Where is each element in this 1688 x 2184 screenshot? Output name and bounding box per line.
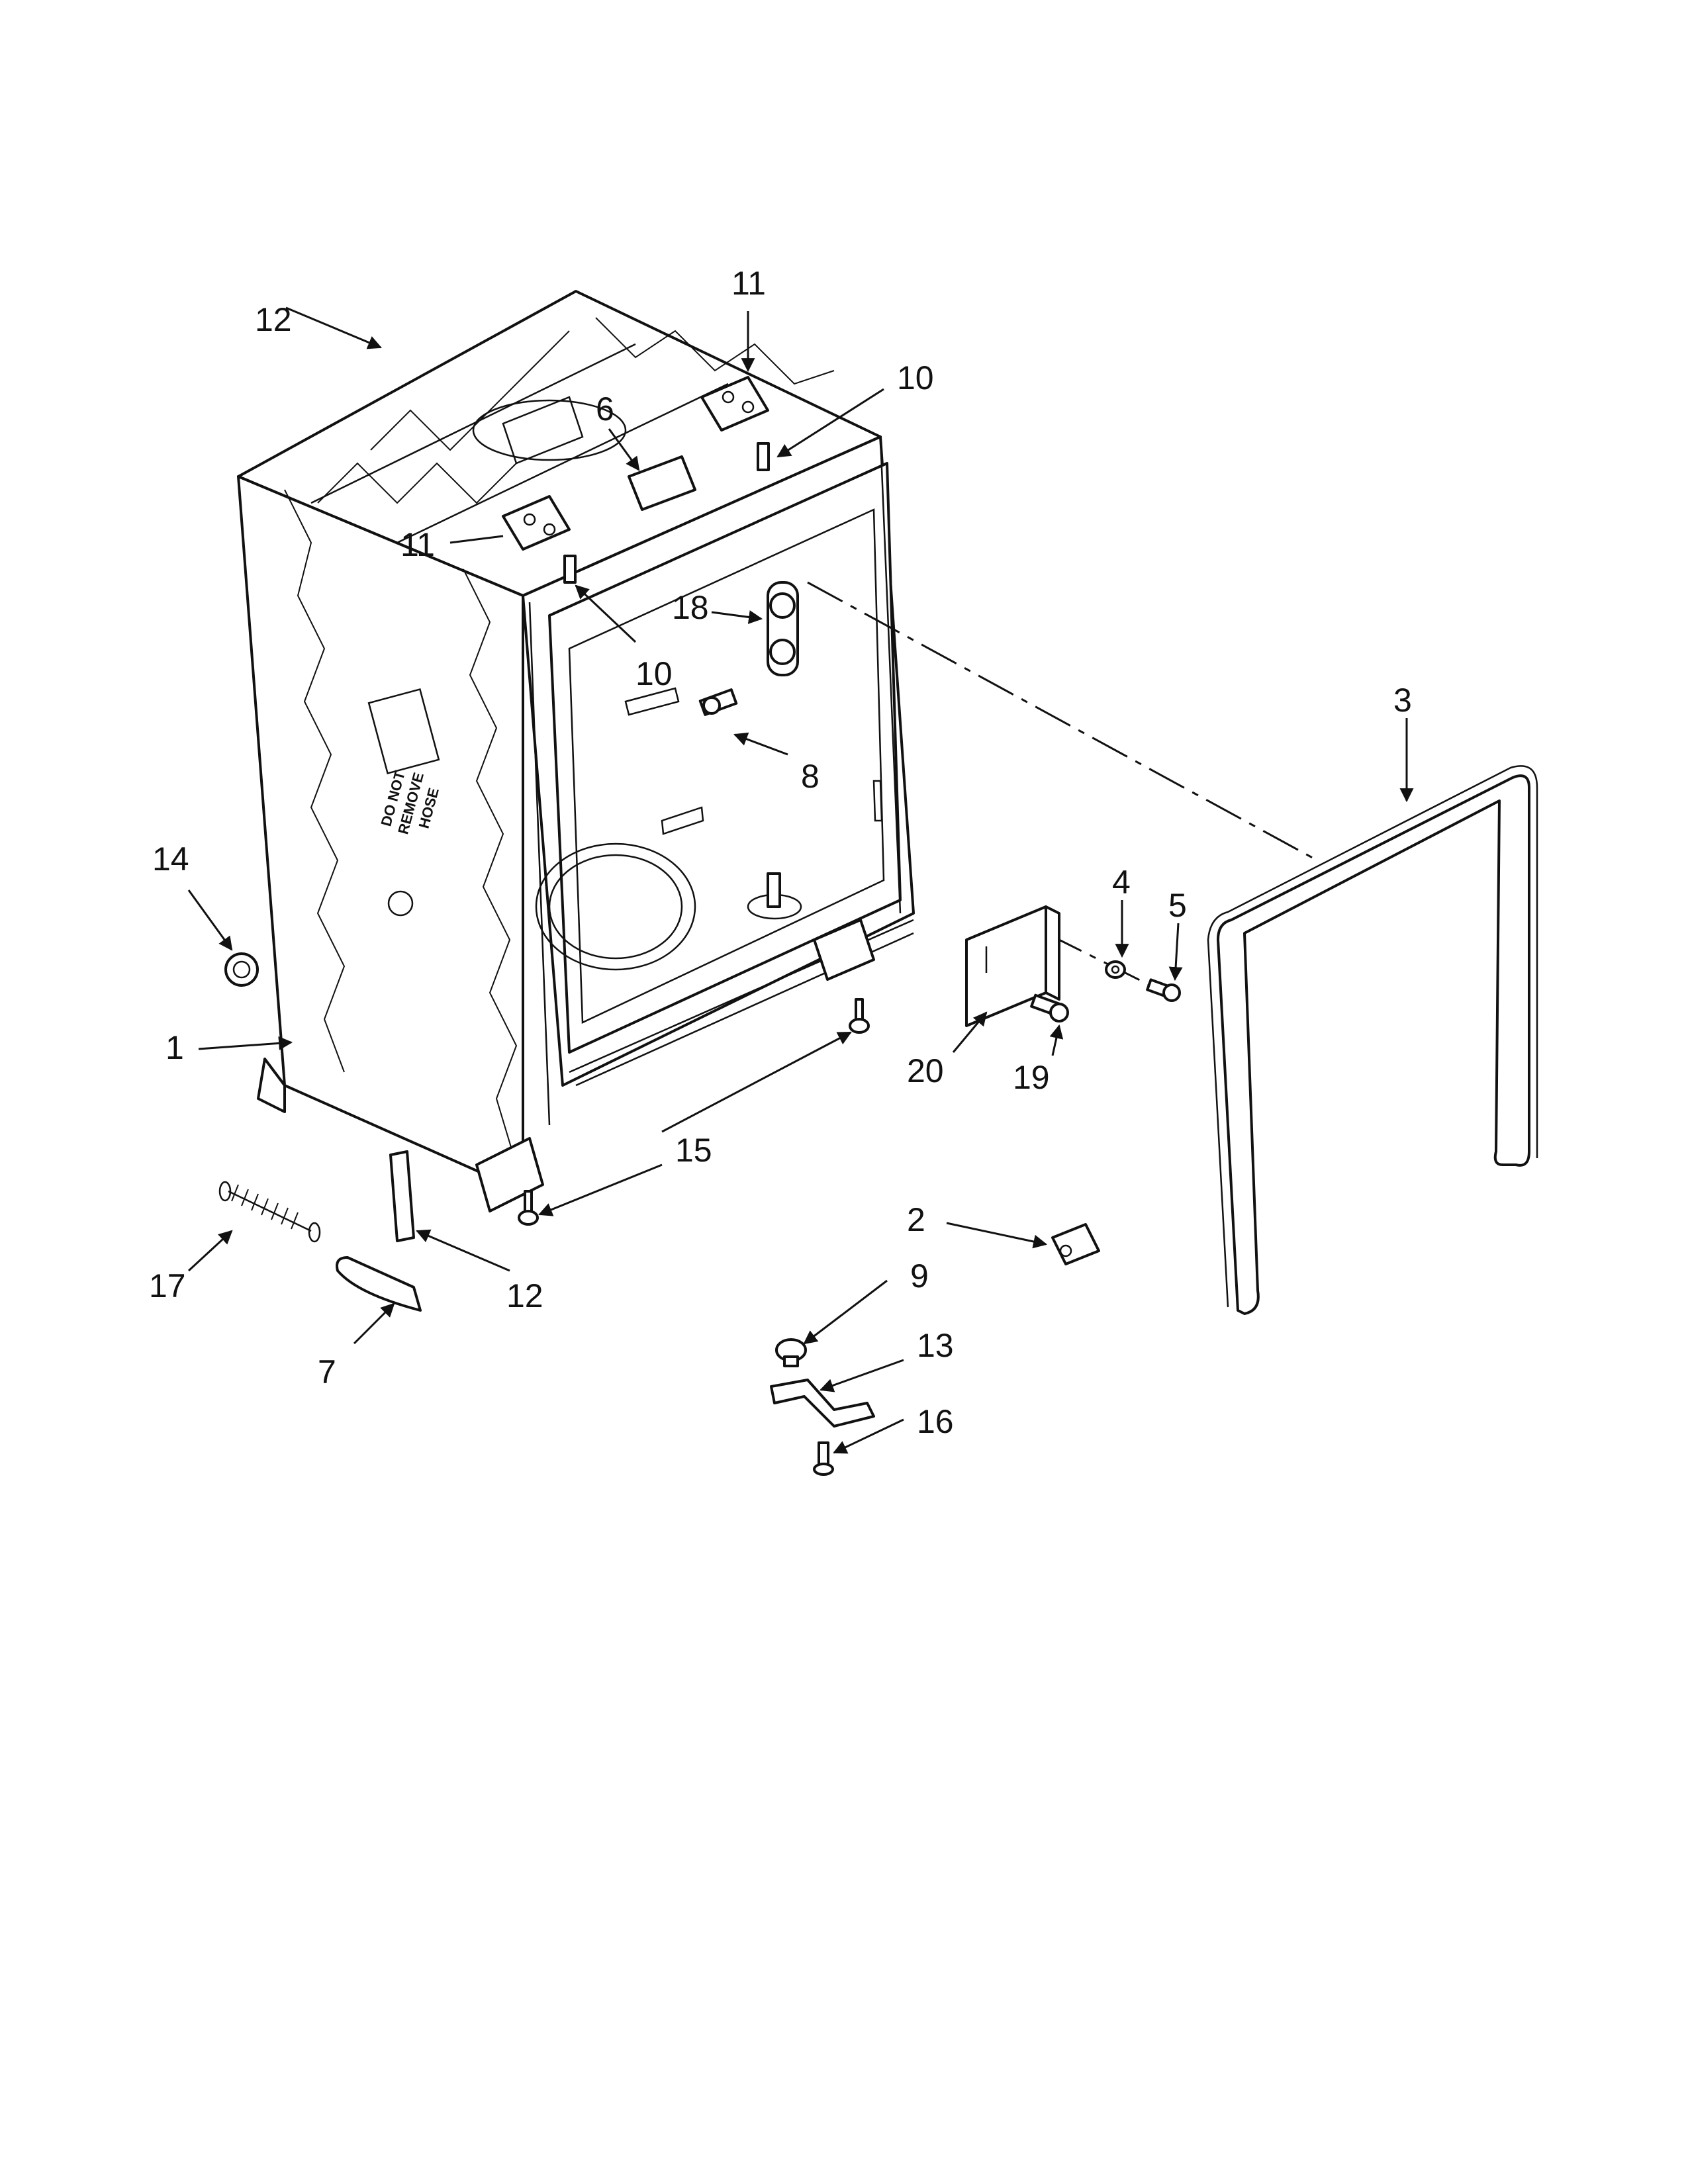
spring-17 [218,1181,321,1243]
callout-12-lower: 12 [506,1277,543,1314]
bracket-13 [770,1379,875,1428]
screw-lower [563,555,577,584]
assembly-line-gasket [807,581,1318,862]
grommet-14 [224,952,259,987]
callout-17: 17 [149,1267,186,1304]
callout-11-top: 11 [731,265,766,302]
screw-19 [1030,993,1069,1023]
leader-lines [187,306,1414,1454]
callout-14: 14 [152,841,189,878]
callout-18: 18 [672,589,709,626]
callout-2: 2 [907,1201,925,1238]
label-plate [628,455,696,511]
callout-6: 6 [596,390,614,428]
hinge-bracket-lower [502,495,571,551]
callout-12-top: 12 [255,301,292,338]
callout-16: 16 [917,1403,954,1440]
insulation-strip [389,1150,415,1242]
callout-10-left: 10 [635,655,673,692]
callout-20: 20 [907,1052,944,1089]
dishwasher-tub [237,290,915,1212]
screw-8 [698,688,738,716]
screw-upper [757,442,770,471]
callout-numbers: 1 2 3 4 5 6 7 8 9 10 10 11 11 12 12 13 1… [149,265,1412,1440]
leveling-leg-right [849,998,870,1034]
callout-10-top: 10 [897,359,934,396]
foam-pad-7 [336,1256,422,1312]
nut-4 [1105,960,1126,979]
clip-2 [1051,1223,1100,1265]
leveling-leg-left [518,1190,539,1226]
door-gasket [1207,765,1538,1315]
screw-5 [1146,978,1181,1002]
screw-16 [813,1441,834,1476]
callout-4: 4 [1112,864,1131,901]
callout-13: 13 [917,1327,954,1364]
sensor-9 [775,1338,807,1367]
callout-8: 8 [801,758,820,795]
assembly-line-bracket [1045,932,1166,994]
callout-5: 5 [1168,887,1187,924]
hinge-bracket-upper [700,376,769,432]
callout-3: 3 [1393,682,1412,719]
callout-15: 15 [675,1132,712,1169]
mounting-bracket [965,905,1060,1027]
callout-9: 9 [910,1257,929,1295]
roller-assembly [767,581,799,676]
callout-1: 1 [165,1029,184,1066]
callout-11-left: 11 [400,526,435,563]
callout-7: 7 [318,1353,336,1390]
callout-19: 19 [1013,1059,1050,1096]
